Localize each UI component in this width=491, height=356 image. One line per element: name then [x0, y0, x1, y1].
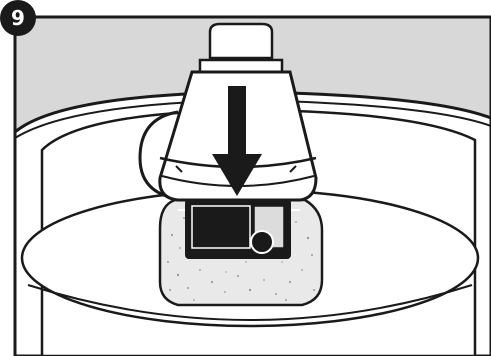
step-badge: 9 — [0, 0, 36, 36]
downward-arrow-icon — [212, 86, 262, 196]
pump-unit — [185, 199, 291, 259]
step-number: 9 — [11, 6, 25, 30]
step-badge-circle — [0, 0, 36, 36]
basin-floor-groove — [27, 284, 473, 321]
